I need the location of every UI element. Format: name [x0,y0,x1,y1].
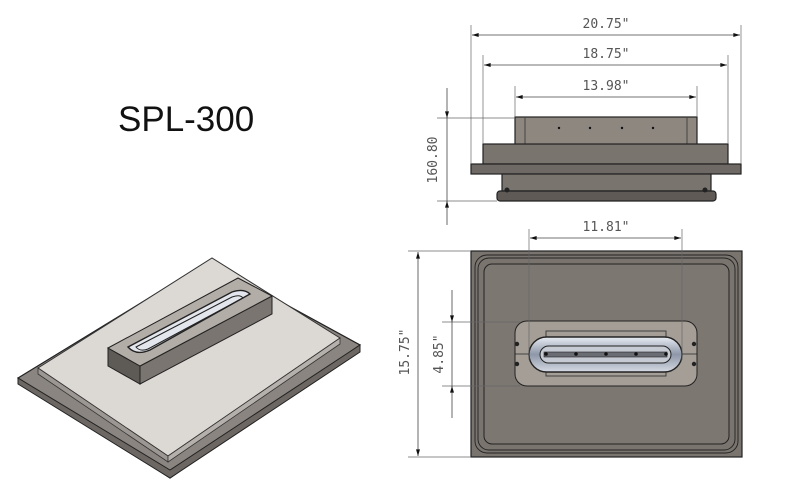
iso-burner-loop [126,289,252,354]
dim-box-width: 13.98" [583,79,630,94]
iso-flange-edge [17,344,361,479]
dim-box-depth: 4.85" [432,334,447,373]
dim-overall-width: 20.75" [583,17,630,32]
dim-burner-length: 11.81" [583,220,630,235]
side-view: 20.75" 18.75" 13.98" 160.80 [426,17,742,225]
dim-overall-depth: 15.75" [398,329,413,376]
dim-height: 160.80 [426,137,441,184]
isometric-view [16,257,362,479]
dim-plate-width: 18.75" [583,47,630,62]
model-title: SPL-300 [118,100,255,139]
top-view: 11.81" 15.75" 4.85" [398,220,743,458]
